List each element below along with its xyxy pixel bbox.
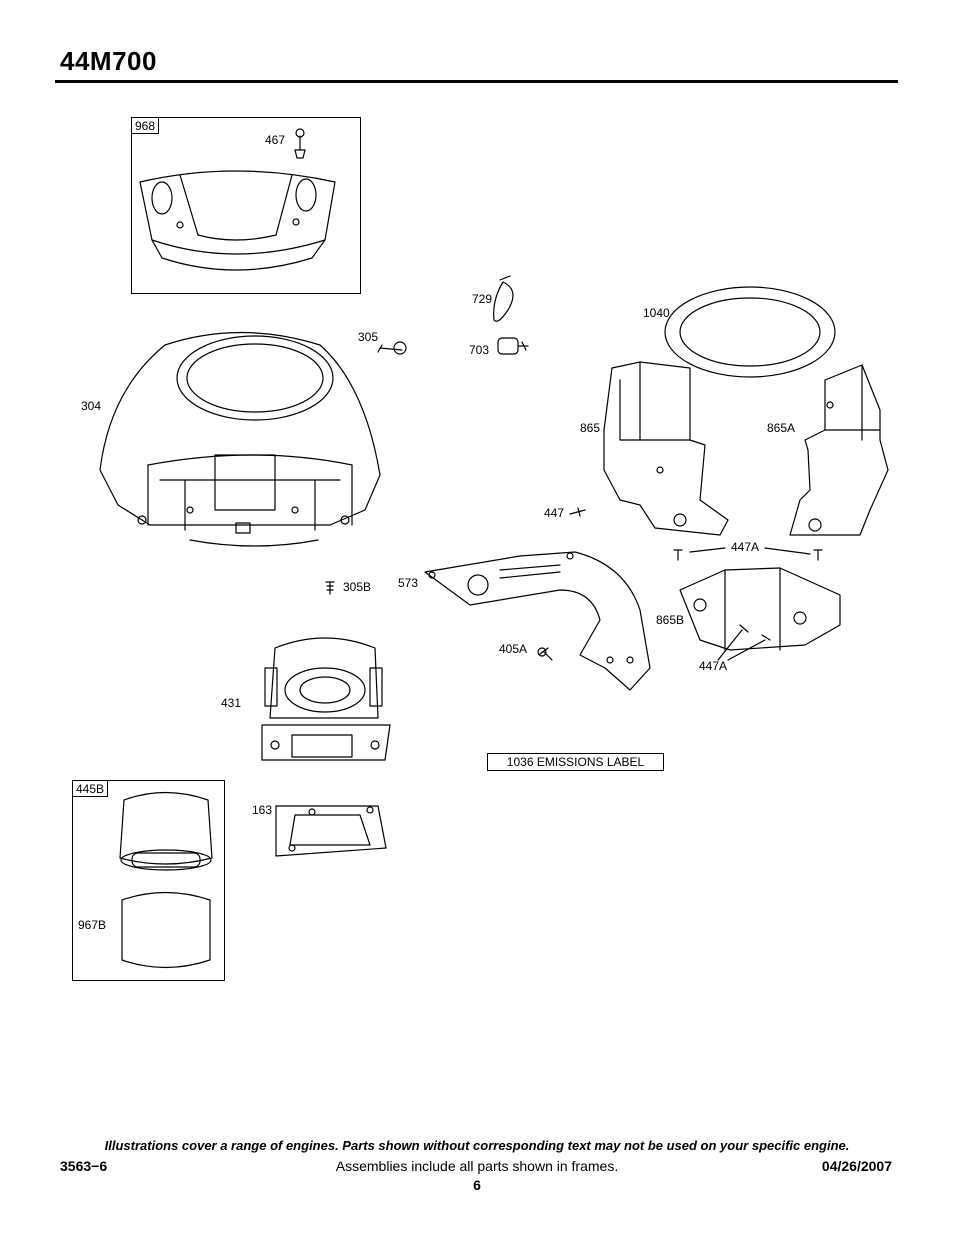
model-title: 44M700 xyxy=(60,46,157,76)
emissions-label-box: 1036 EMISSIONS LABEL xyxy=(487,753,664,771)
label-431: 431 xyxy=(221,696,242,710)
part-304-blower-housing-drawing xyxy=(99,331,381,547)
label-865: 865 xyxy=(580,421,601,435)
assemblies-note: Assemblies include all parts shown in fr… xyxy=(335,1158,619,1174)
label-304: 304 xyxy=(81,399,102,413)
part-968-cover-drawing xyxy=(139,128,336,271)
doc-date: 04/26/2007 xyxy=(821,1158,892,1174)
label-865b: 865B xyxy=(656,613,685,627)
label-305b: 305B xyxy=(343,580,372,594)
part-305b-screw-drawing xyxy=(325,581,335,595)
frame-445b-tag: 445B xyxy=(73,781,109,797)
part-431-base-drawing xyxy=(261,637,391,761)
footer-note: Illustrations cover a range of engines. … xyxy=(104,1138,850,1153)
frame-968: 968 xyxy=(131,117,361,294)
part-1040-ring-drawing xyxy=(664,286,836,378)
label-467: 467 xyxy=(265,133,286,147)
part-865a-shroud-drawing xyxy=(789,364,889,536)
part-729-strap-drawing xyxy=(493,275,514,322)
label-865a: 865A xyxy=(767,421,796,435)
part-445b-element-drawing xyxy=(119,791,213,871)
part-573-baffle-drawing xyxy=(424,551,651,691)
label-305: 305 xyxy=(358,330,379,344)
label-573: 573 xyxy=(398,576,419,590)
label-1040: 1040 xyxy=(643,306,670,320)
part-305-screw-drawing xyxy=(377,341,407,355)
label-405a: 405A xyxy=(499,642,528,656)
frame-445b: 445B xyxy=(72,780,225,981)
label-967b: 967B xyxy=(78,918,107,932)
part-163-gasket-drawing xyxy=(275,805,387,857)
part-865-shroud-drawing xyxy=(603,361,729,536)
doc-number: 3563−6 xyxy=(60,1158,108,1174)
label-447a-top: 447A xyxy=(731,540,760,554)
label-729: 729 xyxy=(472,292,493,306)
part-967b-precleaner-drawing xyxy=(121,891,211,969)
label-703: 703 xyxy=(469,343,490,357)
part-703-clamp-drawing xyxy=(497,337,529,355)
part-447-screw-drawing xyxy=(569,507,586,517)
part-447a-top-drawing xyxy=(673,547,823,561)
label-447a-bottom: 447A xyxy=(699,659,728,673)
frame-968-tag: 968 xyxy=(132,118,160,134)
label-163: 163 xyxy=(252,803,273,817)
part-405a-screw-drawing xyxy=(537,647,553,661)
label-447: 447 xyxy=(544,506,565,520)
header-rule xyxy=(55,80,898,83)
page-number: 6 xyxy=(473,1177,481,1193)
part-865b-shroud-drawing xyxy=(679,567,841,661)
